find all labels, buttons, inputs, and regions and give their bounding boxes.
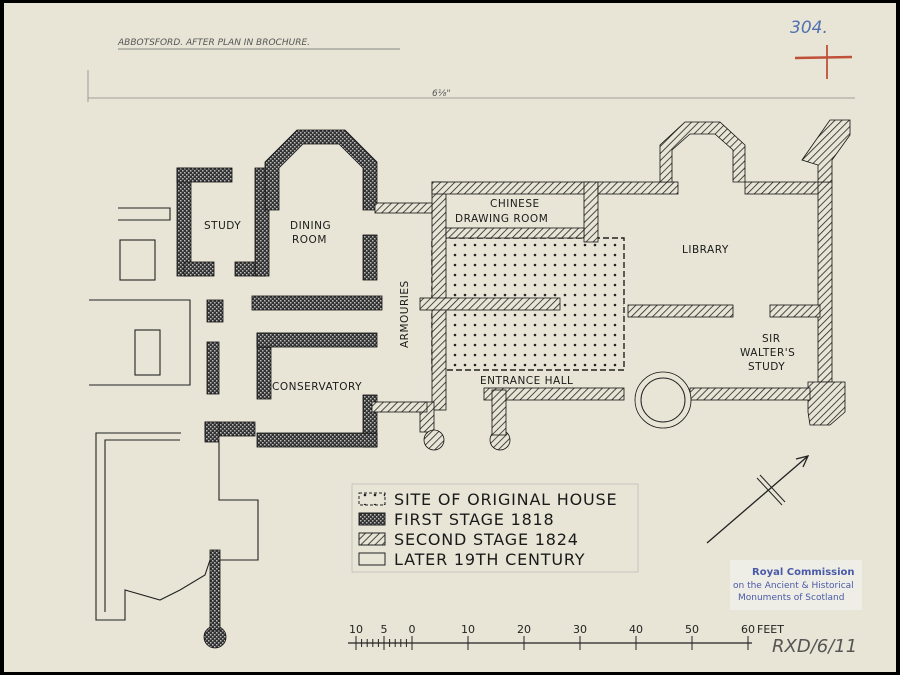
width-note: 6⅛" — [432, 89, 451, 99]
room-label-dining-1: DINING — [290, 220, 331, 232]
drawing-sheet: ABBOTSFORD. AFTER PLAN IN BROCHURE. 304.… — [4, 3, 896, 672]
scale-label: 0 — [409, 623, 416, 636]
room-label-chinese-2: DRAWING ROOM — [455, 213, 548, 225]
first-stage-walls — [176, 129, 383, 649]
room-label-sir-walter-2: WALTER'S — [740, 347, 795, 359]
legend-swatch-later — [358, 552, 386, 566]
catalogue-number: 304. — [790, 18, 828, 38]
svg-text:Royal Commission: Royal Commission — [752, 567, 855, 578]
second-stage-walls — [371, 119, 851, 451]
svg-text:Monuments of Scotland: Monuments of Scotland — [738, 593, 844, 603]
legend-swatch-original — [358, 492, 386, 506]
legend-swatch-first — [358, 512, 386, 526]
scale-label: 50 — [685, 623, 699, 636]
legend-label-first: FIRST STAGE 1818 — [394, 510, 555, 529]
scale-label: 40 — [629, 623, 643, 636]
room-label-chinese-1: CHINESE — [490, 198, 540, 210]
room-label-entrance-hall: ENTRANCE HALL — [480, 375, 573, 387]
scale-label: 60 — [741, 623, 755, 636]
rcahms-stamp: Royal Commission on the Ancient & Histor… — [730, 560, 862, 610]
room-label-dining-2: ROOM — [292, 234, 327, 246]
legend-swatch-second — [358, 532, 386, 546]
room-label-library: LIBRARY — [682, 244, 729, 256]
north-arrow-icon — [706, 455, 810, 544]
scale-label: 20 — [517, 623, 531, 636]
later-wing-outline — [89, 207, 259, 621]
spiral-stair — [640, 377, 686, 423]
scale-unit: FEET — [757, 623, 784, 636]
floor-plan: ABBOTSFORD. AFTER PLAN IN BROCHURE. 304.… — [87, 18, 862, 657]
room-label-study: STUDY — [204, 220, 241, 232]
room-label-sir-walter-3: STUDY — [748, 361, 785, 373]
legend: SITE OF ORIGINAL HOUSE FIRST STAGE 1818 … — [351, 483, 639, 573]
scale-label: 5 — [381, 623, 388, 636]
scale-label: 10 — [461, 623, 475, 636]
legend-label-original: SITE OF ORIGINAL HOUSE — [394, 490, 617, 509]
room-label-conservatory: CONSERVATORY — [272, 381, 362, 393]
svg-text:on the Ancient & Historical: on the Ancient & Historical — [733, 581, 854, 591]
room-label-sir-walter-1: SIR — [762, 333, 781, 345]
scale-label: 30 — [573, 623, 587, 636]
scale-label: 10 — [349, 623, 363, 636]
legend-label-later: LATER 19TH CENTURY — [394, 550, 585, 569]
reference-number: RXD/6/11 — [772, 636, 857, 657]
red-cross-mark — [794, 45, 853, 79]
legend-label-second: SECOND STAGE 1824 — [394, 530, 579, 549]
width-dimension-line: 6⅛" — [87, 70, 855, 102]
room-label-armouries: ARMOURIES — [399, 280, 411, 348]
title-note: ABBOTSFORD. AFTER PLAN IN BROCHURE. — [117, 38, 310, 48]
